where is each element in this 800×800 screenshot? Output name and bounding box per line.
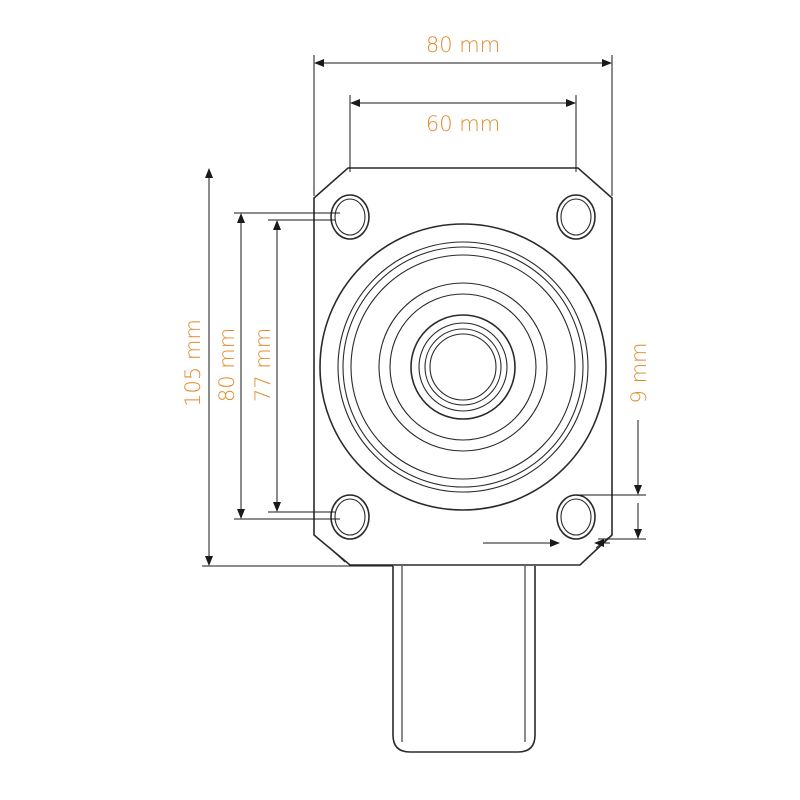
dim-total-height [202,168,393,567]
dim-hole-diameter [483,420,646,547]
label-total-height: 105 mm [181,319,205,407]
bearing-rings [319,223,607,511]
bolt-holes [330,194,596,540]
bolt-hole-top-right [556,194,596,240]
label-hole-spacing-vertical: 77 mm [251,328,275,402]
mounting-plate [313,167,613,566]
dim-hole-spacing-horizontal [349,95,577,172]
label-hole-spacing-horizontal: 60 mm [426,112,500,136]
dim-plate-length [234,212,340,520]
label-plate-width: 80 mm [426,33,500,57]
bolt-hole-bottom-right [556,494,596,540]
label-plate-length: 80 mm [215,328,239,402]
dim-plate-width [313,55,613,196]
label-hole-diameter: 9 mm [627,343,651,404]
dim-hole-spacing-vertical [268,219,335,513]
bolt-hole-bottom-left [330,494,370,540]
wheel [392,566,536,753]
bolt-hole-top-left [330,194,370,240]
